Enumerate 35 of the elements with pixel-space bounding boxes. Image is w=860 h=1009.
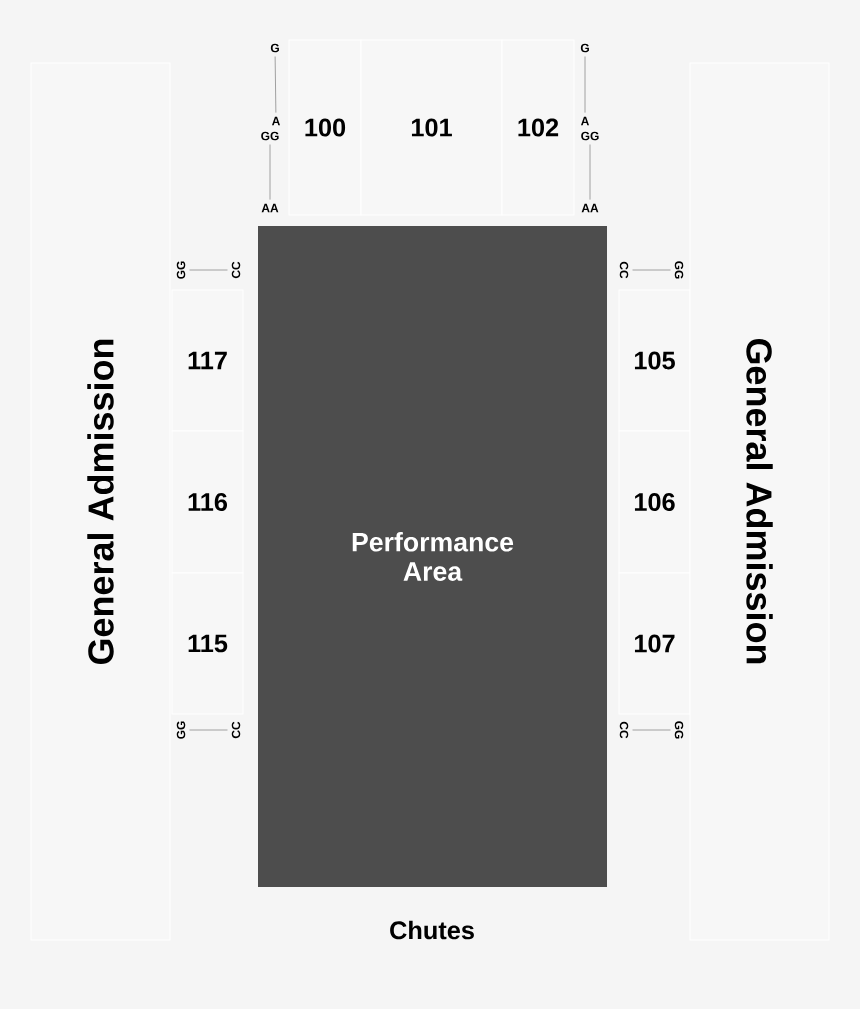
seating-section: 102 [501,39,575,216]
row-label: CC [619,721,629,739]
row-label: GG [261,131,279,141]
seating-section: 101 [360,39,503,216]
area-label: Chutes [390,920,474,940]
performance-area: Performance Area [258,226,607,887]
seating-section: 100 [288,39,362,216]
row-label: GG [176,261,186,279]
row-label: CC [231,261,241,279]
row-label: G [580,43,589,53]
row-label: GG [176,721,186,739]
seating-section: 117 [171,289,244,432]
row-label: GG [674,721,684,739]
row-label: A [271,116,280,126]
row-label: G [270,43,279,53]
row-label: AA [581,203,599,213]
seating-section: 106 [618,430,691,574]
row-line [269,144,271,200]
row-line [632,269,671,271]
seating-section: 105 [618,289,691,432]
seating-section: 115 [171,572,244,715]
row-label: AA [261,203,279,213]
seating-section: 107 [618,572,691,715]
row-line [584,56,586,113]
row-line [189,729,228,731]
row-line [632,729,671,731]
row-label: GG [674,261,684,279]
row-line [589,144,591,200]
row-label: CC [231,721,241,739]
seating-section: 116 [171,430,244,574]
row-label: GG [581,131,599,141]
row-label: CC [619,261,629,279]
row-line [274,56,277,113]
row-label: A [580,116,589,126]
row-line [189,269,228,271]
